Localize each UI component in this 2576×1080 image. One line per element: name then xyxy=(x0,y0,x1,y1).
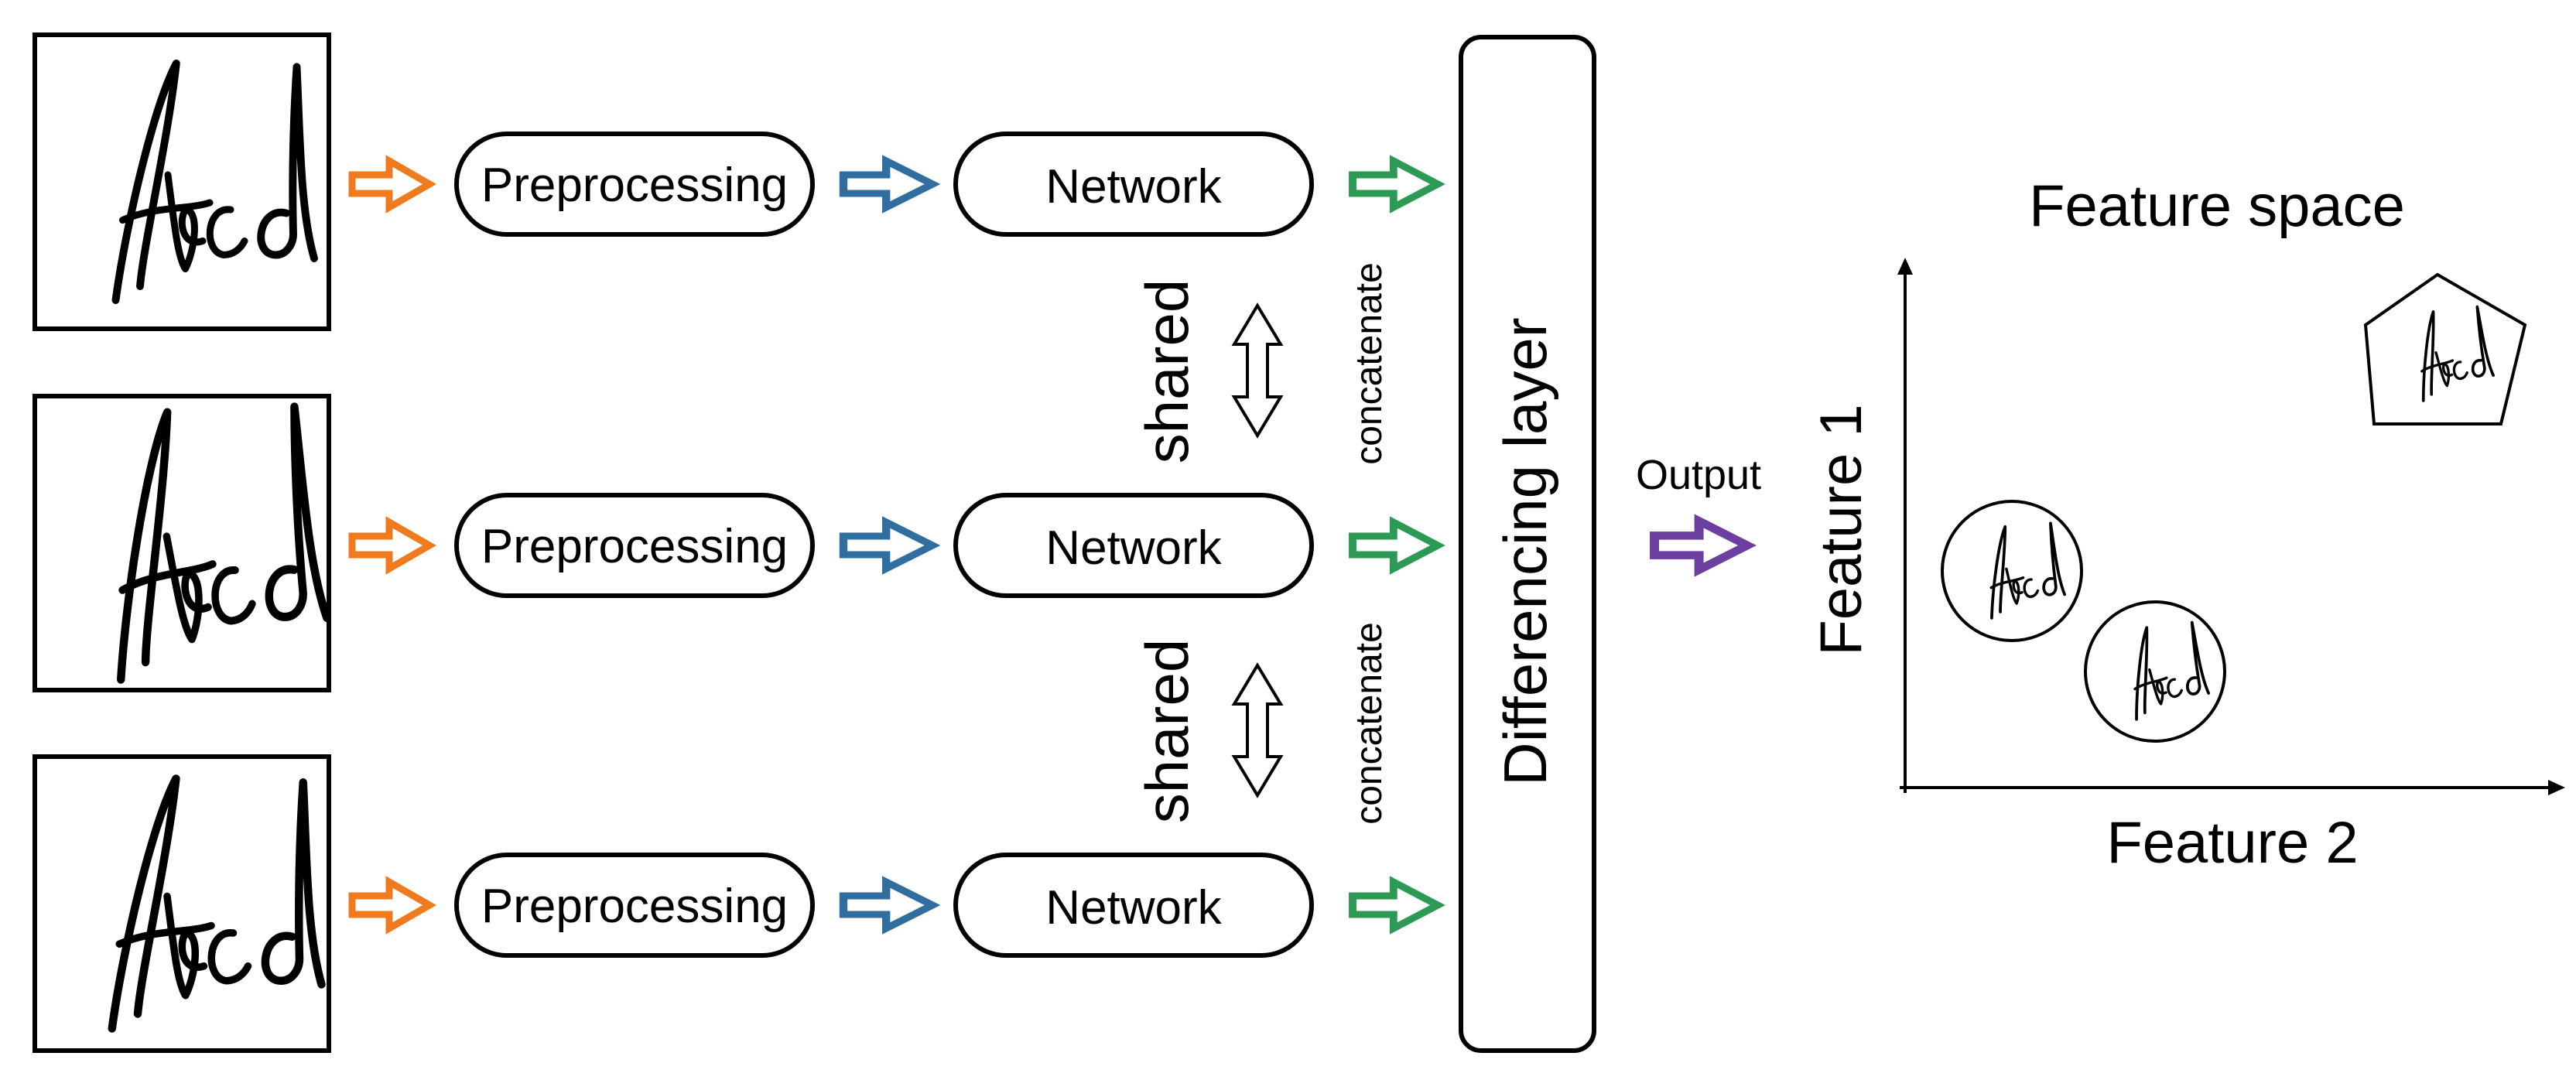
circle-sample-marker xyxy=(1941,500,2083,642)
concatenate-label: concatenate xyxy=(1349,622,1390,825)
signature-input-2 xyxy=(32,394,330,692)
output-arrow-icon xyxy=(1654,521,1747,570)
network-label: Network xyxy=(1045,160,1222,214)
pentagon-sample-marker xyxy=(2363,272,2527,426)
preprocessing-label: Preprocessing xyxy=(481,159,788,212)
y-axis-label: Feature 1 xyxy=(1808,404,1874,655)
shared-arrow-icon xyxy=(1231,662,1284,798)
differencing-layer-label: Differencing layer xyxy=(1491,317,1559,786)
network-box-1: Network xyxy=(953,132,1314,237)
x-axis-label: Feature 2 xyxy=(2106,810,2358,876)
network-box-3: Network xyxy=(953,853,1314,958)
circle-sample-marker xyxy=(2084,600,2226,743)
preprocessing-box-3: Preprocessing xyxy=(454,853,815,958)
signature-input-1 xyxy=(32,32,331,331)
input-arrow-icon xyxy=(352,161,429,928)
network-label: Network xyxy=(1045,881,1222,935)
shared-label: shared xyxy=(1133,279,1201,464)
signature-input-3 xyxy=(32,754,331,1053)
preprocessing-label: Preprocessing xyxy=(481,520,788,573)
network-box-2: Network xyxy=(953,493,1314,598)
differencing-layer-box: Differencing layer xyxy=(1459,35,1596,1053)
preprocessing-label: Preprocessing xyxy=(481,880,788,933)
preprocess-arrow-icon xyxy=(843,161,932,928)
output-label: Output xyxy=(1636,452,1761,498)
preprocessing-box-1: Preprocessing xyxy=(454,132,815,237)
concatenate-label: concatenate xyxy=(1349,262,1390,465)
feature-space-title: Feature space xyxy=(2029,173,2405,239)
preprocessing-box-2: Preprocessing xyxy=(454,493,815,598)
shared-label: shared xyxy=(1133,639,1201,824)
feature-space-axes xyxy=(1897,258,2565,795)
network-label: Network xyxy=(1045,521,1222,575)
shared-arrow-icon xyxy=(1231,302,1284,439)
